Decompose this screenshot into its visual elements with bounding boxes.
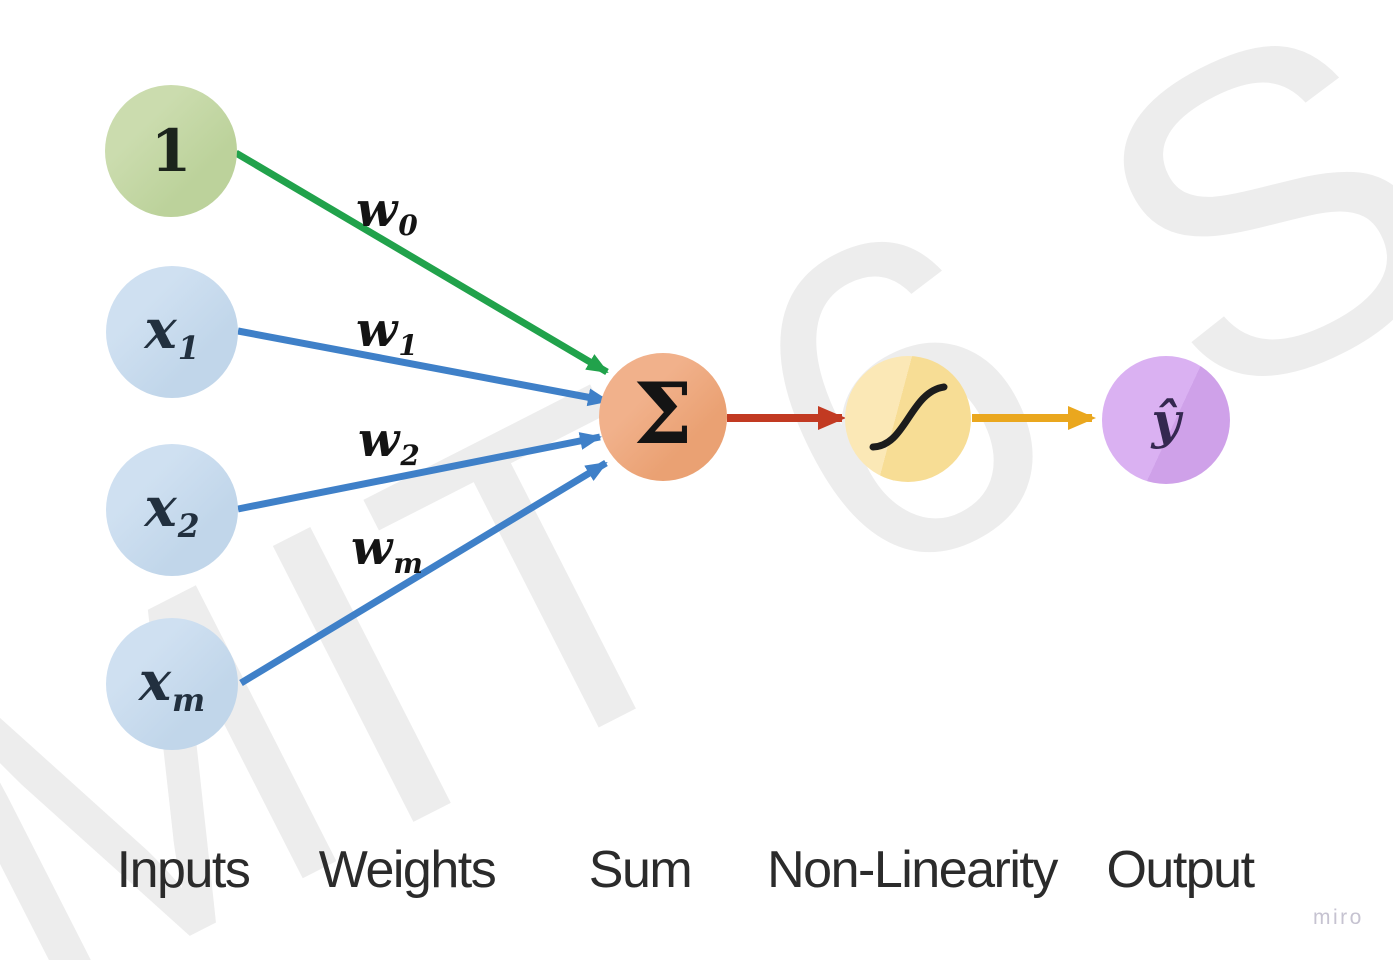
sigmoid-curve-icon [869,383,948,451]
x2-node-label: x2 [144,475,200,545]
output-node: ŷ [1102,356,1230,484]
weight-label-w0: w0 [356,182,418,242]
x1-node-label: x1 [144,297,200,367]
sigma-symbol: Σ [633,364,693,463]
input-node-x2: x2 [106,444,238,576]
arrow-weight-w0 [234,149,609,376]
stage-label-weights: Weights [318,841,497,899]
stage-label-inputs: Inputs [116,841,251,899]
input-node-bias: 1 [105,85,237,217]
weight-label-wm: wm [351,520,423,580]
y-hat-label: ŷ [1151,390,1181,450]
weight-label-w2: w2 [358,412,420,472]
weight-label-w1: w1 [356,302,418,362]
arrow-weight-w1 [237,327,610,407]
stage-label-output: Output [1106,841,1255,899]
input-node-xm: xm [106,618,238,750]
sum-node: Σ [599,353,727,481]
miro-logo[interactable]: miro [1313,906,1364,929]
input-node-x1: x1 [106,266,238,398]
stage-label-nonlinearity: Non-Linearity [767,841,1058,899]
stage-label-sum: Sum [588,841,693,899]
xm-node-label: xm [138,649,206,719]
nonlinearity-node [845,356,971,482]
arrow-weight-w2 [237,432,602,513]
arrow-weight-wm [239,460,608,686]
bias-node-label: 1 [150,117,192,185]
